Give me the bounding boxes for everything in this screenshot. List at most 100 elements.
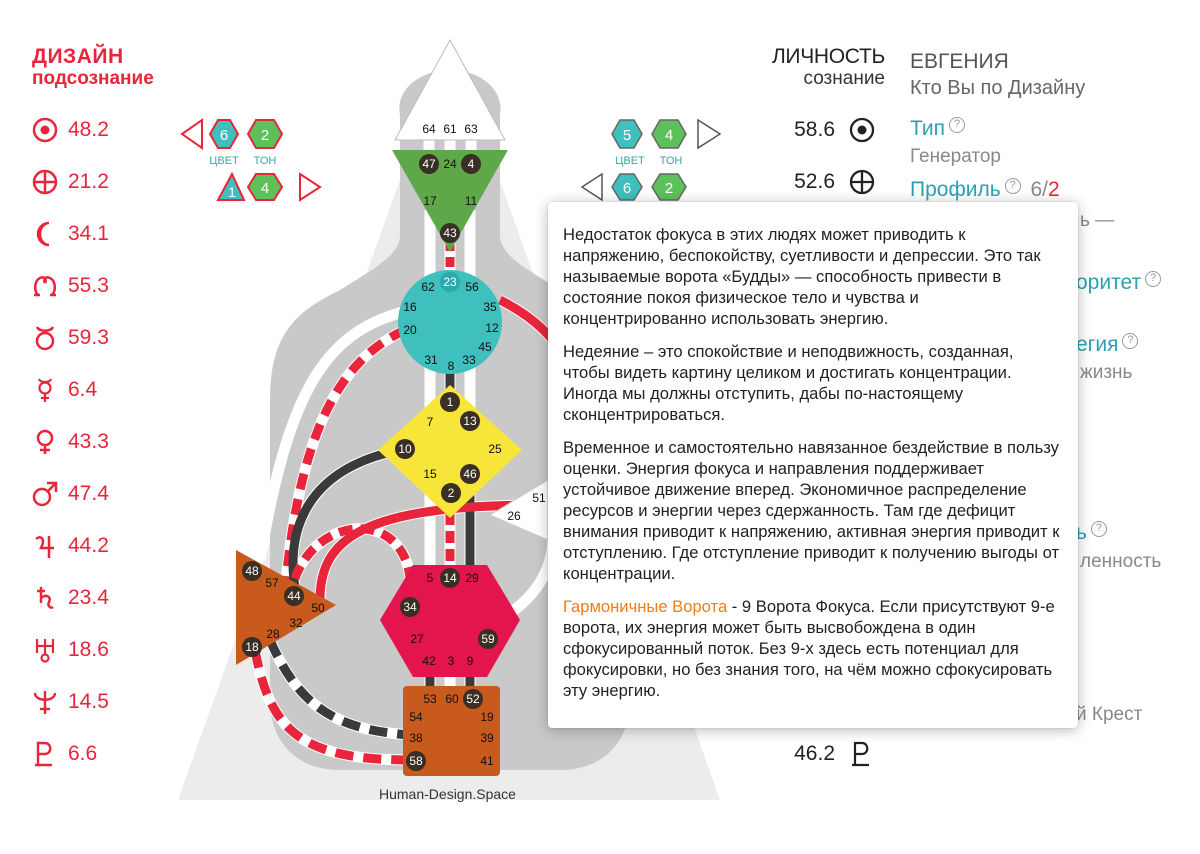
design-planet-south-node[interactable]: 59.3 xyxy=(32,323,109,353)
gate-51[interactable]: 51 xyxy=(532,491,546,505)
personality-planet-earth[interactable]: 52.6 xyxy=(794,167,875,197)
design-planet-earth[interactable]: 21.2 xyxy=(32,167,109,197)
gate-42[interactable]: 42 xyxy=(422,654,436,668)
color-left-top-icon xyxy=(208,119,240,149)
profile-value-a: 6/ xyxy=(1030,178,1049,201)
energy-fragment[interactable]: егия? xyxy=(1076,333,1139,357)
gate-53[interactable]: 53 xyxy=(423,692,437,706)
gate-15[interactable]: 15 xyxy=(423,467,437,481)
gate-19[interactable]: 19 xyxy=(480,710,494,724)
gate-64[interactable]: 64 xyxy=(422,122,436,136)
gate-38[interactable]: 38 xyxy=(409,731,423,745)
design-planet-mars[interactable]: 47.4 xyxy=(32,479,109,509)
gate-10[interactable]: 10 xyxy=(398,442,412,456)
gate-28[interactable]: 28 xyxy=(266,627,280,641)
design-planet-mercury[interactable]: 6.4 xyxy=(32,375,97,405)
gate-14[interactable]: 14 xyxy=(443,571,457,585)
gate-45[interactable]: 45 xyxy=(478,340,492,354)
gate-26[interactable]: 26 xyxy=(507,509,521,523)
gate-8[interactable]: 8 xyxy=(448,359,455,373)
gate-16[interactable]: 16 xyxy=(403,300,417,314)
design-column: ДИЗАЙН подсознание xyxy=(32,46,182,90)
gate-43[interactable]: 43 xyxy=(443,226,457,240)
gate-35[interactable]: 35 xyxy=(483,300,497,314)
help-icon[interactable]: ? xyxy=(1004,178,1021,194)
gate-31[interactable]: 31 xyxy=(424,353,438,367)
gate-63[interactable]: 63 xyxy=(464,122,478,136)
head-center xyxy=(394,38,506,141)
gate-58[interactable]: 58 xyxy=(409,754,423,768)
pluto-icon xyxy=(35,741,52,767)
design-planet-north-node[interactable]: 55.3 xyxy=(32,271,109,301)
gate-54[interactable]: 54 xyxy=(409,710,423,724)
gate-12[interactable]: 12 xyxy=(485,321,499,335)
info-subtitle: Кто Вы по Дизайну xyxy=(910,77,1086,99)
gate-59[interactable]: 59 xyxy=(481,632,495,646)
gate-18[interactable]: 18 xyxy=(245,640,259,654)
gate-4[interactable]: 4 xyxy=(468,157,475,171)
harmonic-gate-link[interactable]: Гармоничные Ворота xyxy=(563,597,728,616)
color-left-bottom-num: 1 xyxy=(228,184,236,200)
gate-61[interactable]: 61 xyxy=(443,122,457,136)
gate-41[interactable]: 41 xyxy=(480,754,494,768)
throat-center xyxy=(398,270,502,374)
design-venus-value: 43.3 xyxy=(68,430,109,453)
gate-47[interactable]: 47 xyxy=(422,157,436,171)
gate-7[interactable]: 7 xyxy=(427,415,434,429)
personality-planet-pluto[interactable]: 46.2 xyxy=(794,739,875,769)
design-planet-sun[interactable]: 48.2 xyxy=(32,115,109,145)
gate-1[interactable]: 1 xyxy=(447,395,454,409)
gate-50[interactable]: 50 xyxy=(311,601,325,615)
gate-11[interactable]: 11 xyxy=(465,194,478,208)
design-planet-neptune[interactable]: 14.5 xyxy=(32,687,109,717)
gate-34[interactable]: 34 xyxy=(403,600,417,614)
design-planets: 48.2 21.2 34.1 55.3 59.3 6.4 43.3 47.4 4… xyxy=(32,0,152,854)
gate-5[interactable]: 5 xyxy=(427,571,434,585)
personality-pluto-value: 46.2 xyxy=(794,742,835,765)
gate-33[interactable]: 33 xyxy=(462,353,476,367)
gate-32[interactable]: 32 xyxy=(289,616,303,630)
ajna-center xyxy=(392,150,508,252)
tone-right-bottom-num: 2 xyxy=(665,180,673,197)
design-planet-jupiter[interactable]: 44.2 xyxy=(32,531,109,561)
design-planet-pluto[interactable]: 6.6 xyxy=(32,739,97,769)
design-planet-moon[interactable]: 34.1 xyxy=(32,219,109,249)
gate-60[interactable]: 60 xyxy=(445,692,459,706)
gate-29[interactable]: 29 xyxy=(465,571,479,585)
gate-24[interactable]: 24 xyxy=(443,157,457,171)
gate-13[interactable]: 13 xyxy=(463,414,477,428)
help-icon[interactable]: ? xyxy=(1145,271,1162,287)
mars-icon xyxy=(32,481,58,507)
gate-46[interactable]: 46 xyxy=(463,467,477,481)
design-planet-venus[interactable]: 43.3 xyxy=(32,427,109,457)
gate-17[interactable]: 17 xyxy=(423,194,437,208)
gate-62[interactable]: 62 xyxy=(421,280,435,294)
definition-label-fragment[interactable]: ь? xyxy=(1076,521,1107,545)
design-planet-saturn[interactable]: 23.4 xyxy=(32,583,109,613)
profile-label[interactable]: Профиль? 6/2 xyxy=(910,178,1060,201)
gate-9[interactable]: 9 xyxy=(467,654,474,668)
gate-57[interactable]: 57 xyxy=(265,576,279,590)
authority-fragment[interactable]: оритет? xyxy=(1076,271,1162,295)
gate-52[interactable]: 52 xyxy=(466,692,480,706)
help-icon[interactable]: ? xyxy=(949,117,966,133)
cross-fragment: й Крест xyxy=(1076,704,1143,725)
personality-planet-sun[interactable]: 58.6 xyxy=(794,115,875,145)
gate-48[interactable]: 48 xyxy=(245,564,259,578)
gate-25[interactable]: 25 xyxy=(488,442,502,456)
personality-sun-value: 58.6 xyxy=(794,118,835,141)
gate-3[interactable]: 3 xyxy=(448,654,455,668)
help-icon[interactable]: ? xyxy=(1090,521,1107,537)
gate-20[interactable]: 20 xyxy=(403,323,417,337)
gate-2[interactable]: 2 xyxy=(448,486,455,500)
sun-icon xyxy=(32,117,58,143)
gate-56[interactable]: 56 xyxy=(465,280,479,294)
type-label[interactable]: Тип? xyxy=(910,117,966,141)
help-icon[interactable]: ? xyxy=(1122,333,1139,349)
design-planet-uranus[interactable]: 18.6 xyxy=(32,635,109,665)
gate-23[interactable]: 23 xyxy=(443,275,457,289)
uranus-icon xyxy=(35,639,55,663)
gate-44[interactable]: 44 xyxy=(287,589,301,603)
gate-39[interactable]: 39 xyxy=(480,731,494,745)
gate-27[interactable]: 27 xyxy=(410,632,424,646)
